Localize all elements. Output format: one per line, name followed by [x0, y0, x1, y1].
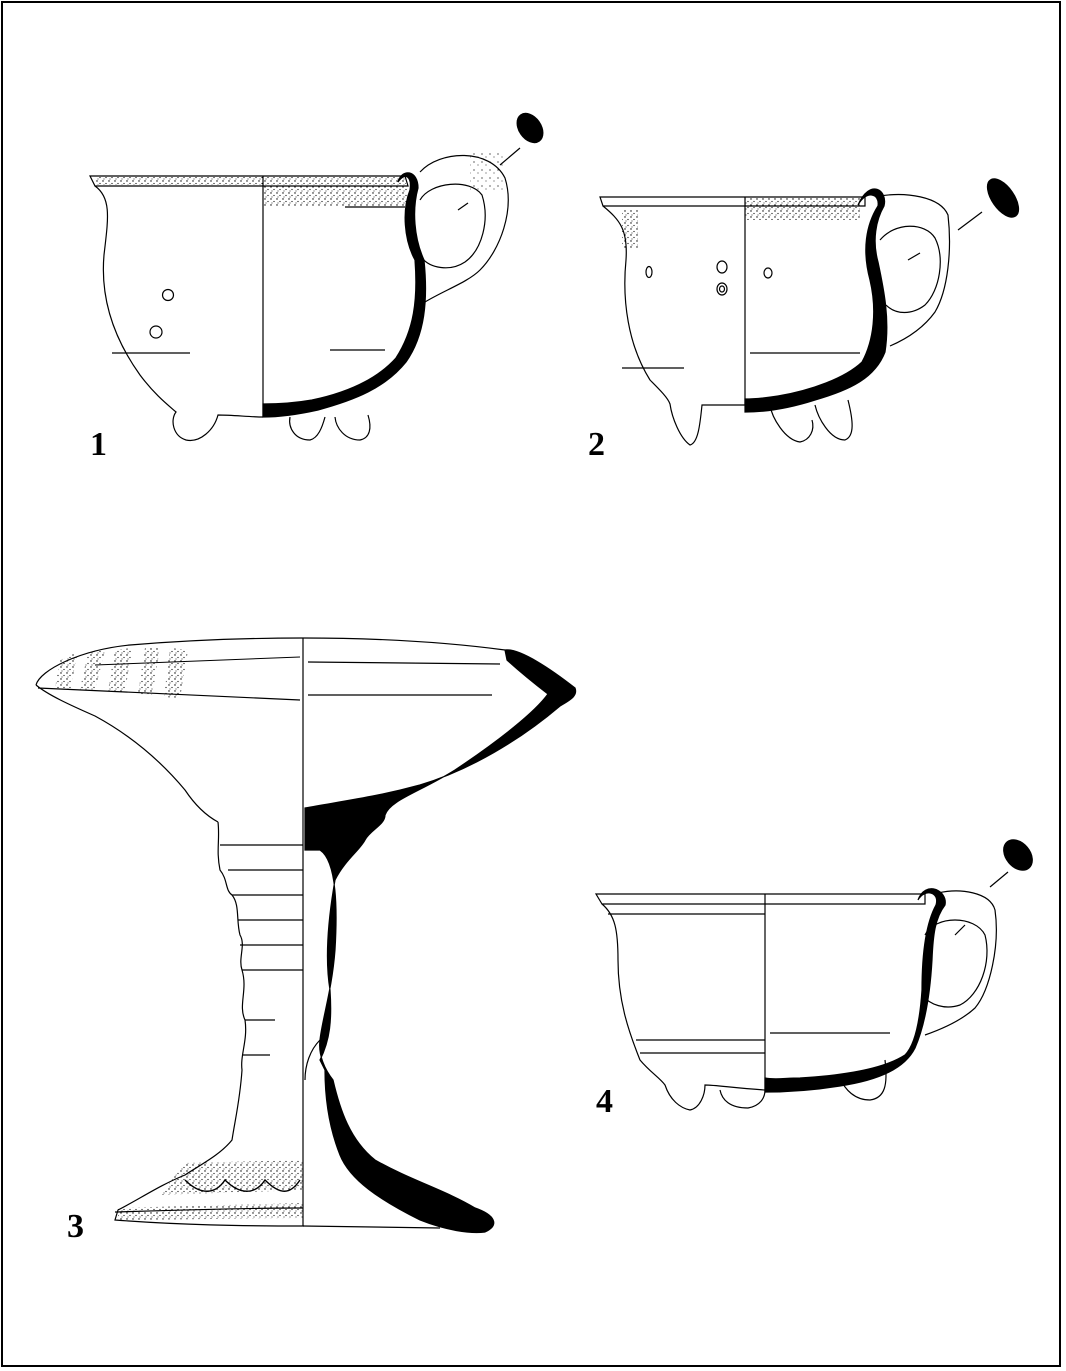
vessel-4-handle-section [1003, 839, 1033, 871]
vessel-2 [599, 178, 1020, 446]
vessel-2-hole [645, 265, 653, 279]
vessel-2-handle-section [986, 178, 1020, 218]
vessel-3 [35, 637, 577, 1234]
vessel-3-decoration [55, 648, 188, 698]
vessel-1-handle [419, 154, 509, 303]
vessel-4-outline [601, 903, 766, 1111]
figure-number-2: 2 [588, 426, 605, 463]
vessel-2-hole [716, 282, 728, 296]
vessel-4 [594, 839, 1033, 1111]
vessel-3-section [304, 649, 577, 1234]
vessel-2-handle [879, 194, 951, 347]
vessel-1 [89, 112, 544, 442]
vessel-2-hole [763, 267, 773, 279]
vessel-1-hole [149, 325, 163, 339]
vessel-1-hole [161, 288, 175, 302]
vessel-4-rim [594, 893, 926, 905]
figure-number-1: 1 [90, 426, 107, 463]
vessel-1-handle-section [516, 112, 544, 144]
vessel-2-hole [716, 260, 728, 274]
vessel-4-handle [924, 890, 997, 1036]
vessel-3-rim [35, 637, 506, 686]
vessel-1-outline [94, 185, 264, 442]
vessel-2-outline [602, 205, 745, 446]
figure-number-3: 3 [67, 1208, 84, 1245]
vessel-2-rim [599, 196, 866, 207]
figure-number-4: 4 [596, 1083, 613, 1120]
